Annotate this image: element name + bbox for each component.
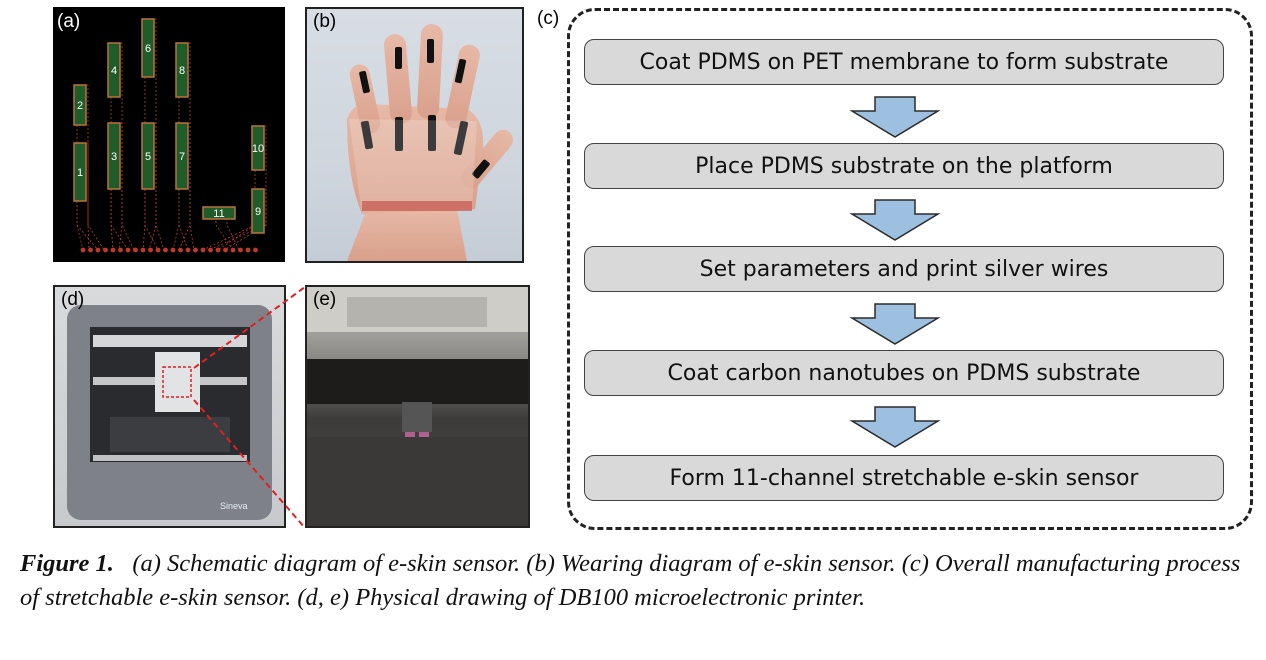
sensor-strip-2 bbox=[73, 84, 87, 126]
connector-pad bbox=[95, 247, 101, 253]
sensor-label-4: 4 bbox=[111, 65, 117, 77]
panel-label-c: (c) bbox=[537, 8, 560, 29]
sensor-strip-4 bbox=[107, 42, 121, 98]
trace-return-4 bbox=[117, 42, 135, 251]
pdms-film bbox=[349, 119, 477, 214]
flow-step-2: Place PDMS substrate on the platform bbox=[584, 143, 1224, 189]
trace-return-8 bbox=[185, 42, 195, 251]
connector-pad bbox=[178, 247, 183, 253]
connector-pad bbox=[238, 247, 243, 253]
sensor-strips: 1 2 3 4 5 6 7 8 9 10 11 bbox=[73, 18, 265, 234]
trace-10 bbox=[217, 170, 256, 251]
printhead-closeup-image bbox=[307, 287, 528, 526]
flow-arrow-4 bbox=[849, 406, 941, 448]
sensor-label-1: 1 bbox=[77, 167, 83, 179]
sensor-strip-9 bbox=[251, 188, 265, 234]
sensor-strips-on-hand bbox=[359, 39, 490, 179]
flow-step-3: Set parameters and print silver wires bbox=[584, 246, 1224, 292]
panel-label-e: (e) bbox=[313, 289, 337, 310]
printhead-mount bbox=[307, 359, 528, 404]
sensor-label-9: 9 bbox=[255, 206, 261, 218]
panel-label-d: (d) bbox=[61, 289, 85, 310]
connector-pad bbox=[155, 247, 161, 253]
connector-pad bbox=[125, 247, 131, 253]
connector-pad bbox=[208, 247, 213, 253]
trace-return-10 bbox=[223, 125, 267, 251]
flow-arrow-1 bbox=[849, 96, 941, 138]
connector-pad bbox=[253, 247, 258, 253]
sensor-label-7: 7 bbox=[179, 151, 185, 163]
sensor-label-5: 5 bbox=[145, 151, 151, 163]
figure-caption: Figure 1. (a) Schematic diagram of e-ski… bbox=[20, 547, 1256, 615]
sensor-strip-6 bbox=[141, 18, 155, 78]
sensor-label-11: 11 bbox=[213, 208, 224, 220]
caption-text: (a) Schematic diagram of e-skin sensor. … bbox=[20, 550, 1241, 611]
wrist bbox=[347, 209, 467, 261]
sensor-strip-3 bbox=[107, 122, 121, 190]
flow-arrow-3 bbox=[849, 303, 941, 345]
sensor-strip-1 bbox=[73, 142, 87, 202]
sensor-strip-8 bbox=[175, 42, 189, 98]
sensor-strip-7 bbox=[175, 122, 189, 190]
connector-pad bbox=[230, 247, 236, 253]
trace-return-6 bbox=[151, 18, 165, 251]
connector-pad bbox=[133, 247, 138, 253]
connector-pad bbox=[88, 247, 93, 253]
schematic-diagram: 1 2 3 4 5 6 7 8 9 10 11 bbox=[73, 18, 267, 253]
hand-with-sensor-image bbox=[347, 24, 514, 261]
sensor-label-10: 10 bbox=[252, 143, 264, 155]
printer-photo-panel: (d) Sineva bbox=[53, 285, 286, 528]
wearing-photo-panel: (b) bbox=[305, 7, 524, 263]
finger-index bbox=[445, 44, 480, 129]
sensor-strip-5 bbox=[141, 122, 155, 190]
connector-pad bbox=[118, 247, 123, 253]
flowchart-frame bbox=[567, 8, 1253, 530]
schematic-panel: (a) 1 2 3 4 5 6 7 8 9 10 11 bbox=[53, 7, 285, 262]
connector-pad bbox=[185, 247, 191, 253]
sensor-label-6: 6 bbox=[145, 43, 151, 55]
sensor-label-8: 8 bbox=[179, 65, 185, 77]
finger-middle bbox=[417, 24, 443, 119]
flow-step-1: Coat PDMS on PET membrane to form substr… bbox=[584, 39, 1224, 85]
figure-label: Figure 1. bbox=[20, 550, 114, 577]
printer-logo: Sineva bbox=[220, 501, 248, 511]
panel-label-b: (b) bbox=[313, 11, 337, 32]
connector-pad bbox=[193, 247, 198, 253]
flow-step-4: Coat carbon nanotubes on PDMS substrate bbox=[584, 350, 1224, 396]
connector-pads bbox=[80, 247, 258, 253]
print-platform bbox=[307, 437, 528, 526]
flow-step-5: Form 11-channel stretchable e-skin senso… bbox=[584, 455, 1224, 501]
printer-image: Sineva bbox=[67, 305, 272, 520]
trace-8 bbox=[178, 97, 189, 251]
finger-ring bbox=[384, 34, 412, 124]
connector-pad bbox=[110, 247, 116, 253]
connector-pad bbox=[148, 247, 153, 253]
sensor-strip-10 bbox=[251, 125, 265, 171]
connector-pad bbox=[170, 247, 176, 253]
finger-little bbox=[349, 64, 381, 134]
sensor-strip-11 bbox=[202, 206, 236, 220]
connector-pad bbox=[80, 247, 86, 253]
connector-pad bbox=[200, 247, 206, 253]
trace-4 bbox=[110, 97, 129, 251]
connector-pad bbox=[223, 247, 228, 253]
sensor-label-3: 3 bbox=[111, 151, 117, 163]
zoom-box bbox=[162, 366, 192, 398]
connector-band bbox=[362, 201, 472, 211]
connector-pad bbox=[245, 247, 251, 253]
panel-label-a: (a) bbox=[57, 11, 81, 32]
printer-closeup-panel: (e) bbox=[305, 285, 530, 528]
connector-pad bbox=[103, 247, 108, 253]
connector-pad bbox=[140, 247, 146, 253]
sensor-label-2: 2 bbox=[77, 100, 83, 112]
connector-pad bbox=[215, 247, 221, 253]
connector-pad bbox=[163, 247, 168, 253]
flow-arrow-2 bbox=[849, 199, 941, 241]
trace-return-9 bbox=[208, 188, 267, 251]
palm bbox=[347, 104, 484, 214]
